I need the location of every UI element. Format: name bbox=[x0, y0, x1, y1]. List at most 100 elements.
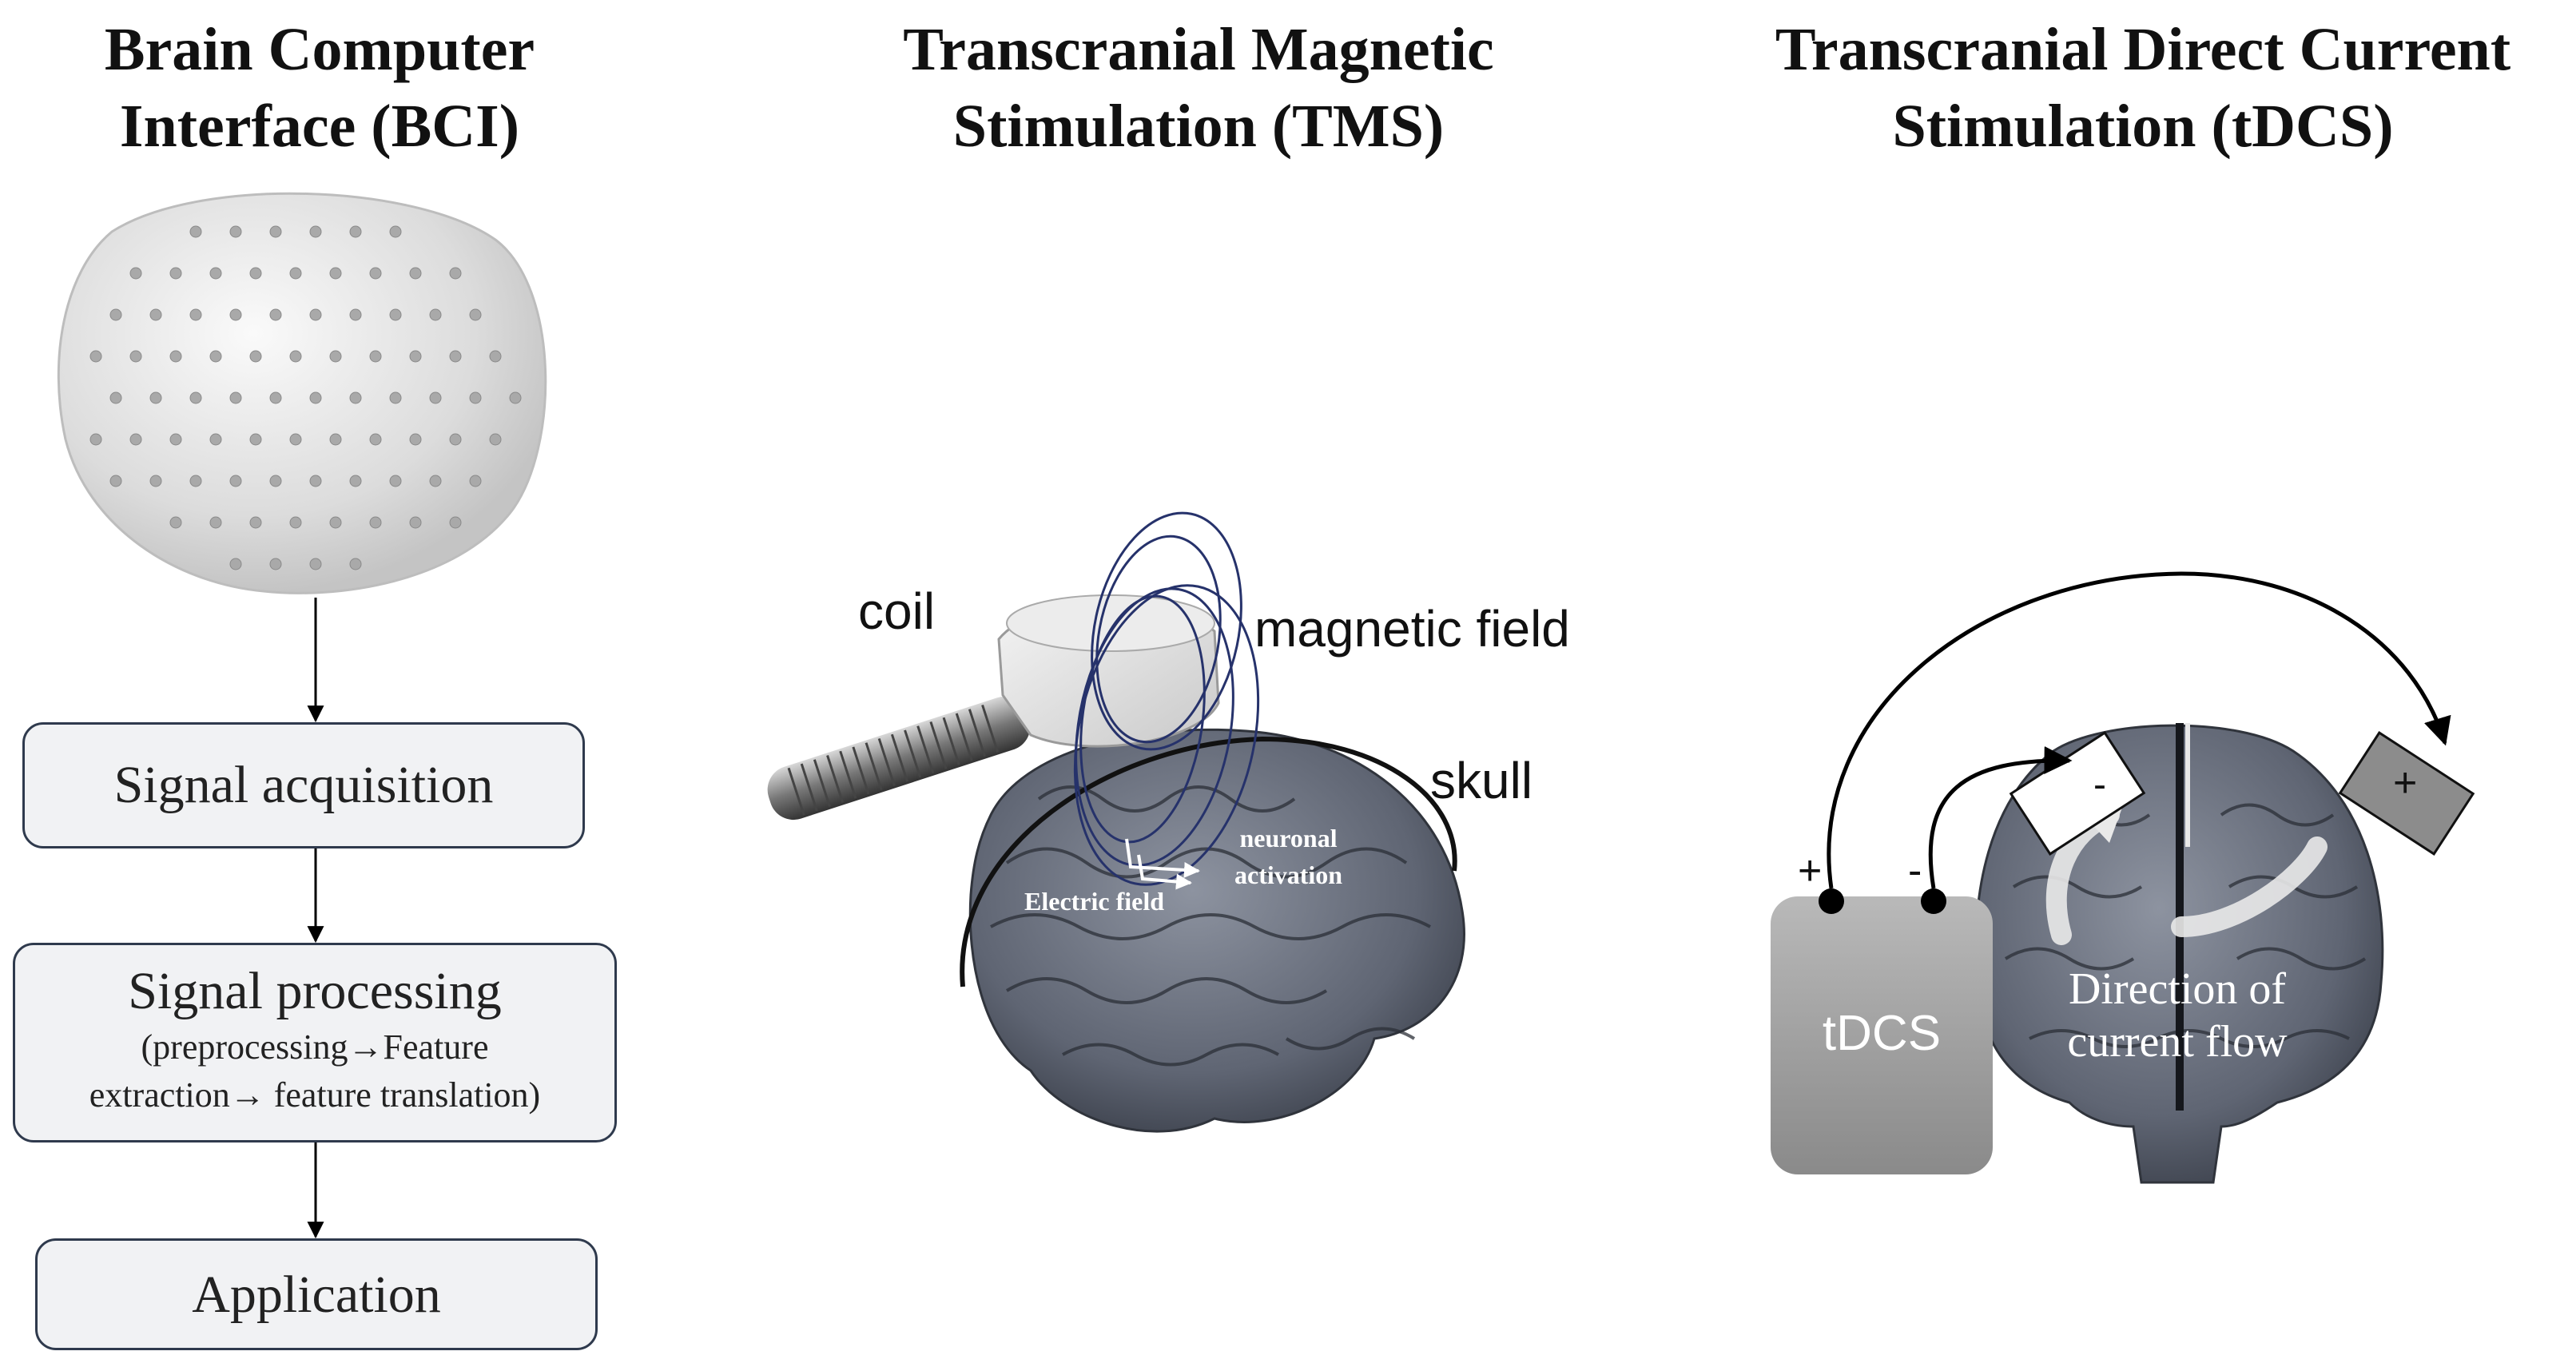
eeg-electrode-dot bbox=[249, 267, 262, 280]
eeg-electrode-dot bbox=[349, 225, 362, 238]
bci-title-line1: Brain Computer bbox=[104, 16, 535, 83]
wire-minus-to-cathode bbox=[1928, 746, 2073, 889]
eeg-electrode-dot bbox=[109, 475, 122, 487]
eeg-electrode-dot bbox=[389, 308, 402, 321]
electrode-plus bbox=[2338, 731, 2475, 856]
eeg-electrode-dot bbox=[249, 350, 262, 363]
eeg-electrode-dot bbox=[289, 350, 302, 363]
signal-acquisition-label: Signal acquisition bbox=[113, 756, 494, 814]
eeg-electrode-dot bbox=[129, 433, 142, 446]
coil-handle-ridge bbox=[904, 729, 922, 778]
electric-field-arrows bbox=[1125, 838, 1200, 890]
neuronal-label-line1: neuronal bbox=[1239, 824, 1338, 852]
signal-acquisition-box: Signal acquisition bbox=[22, 722, 585, 848]
eeg-electrode-dot bbox=[409, 267, 422, 280]
coil-label: coil bbox=[858, 582, 936, 640]
eeg-electrode-dot bbox=[229, 308, 242, 321]
coil-handle-ridge bbox=[968, 709, 986, 757]
tms-coil bbox=[767, 594, 1220, 821]
signal-processing-sub2: extraction→ feature translation) bbox=[89, 1075, 541, 1115]
coil-top bbox=[1006, 594, 1215, 652]
eeg-electrode-dot bbox=[409, 350, 422, 363]
eeg-electrode-dot bbox=[289, 433, 302, 446]
eeg-electrode-dot bbox=[329, 350, 342, 363]
bci-title-line2: Interface (BCI) bbox=[119, 93, 520, 160]
eeg-electrode-dot bbox=[429, 475, 442, 487]
terminal-minus bbox=[1921, 888, 1946, 914]
coil-handle-ridges bbox=[787, 704, 1000, 816]
eeg-electrode-dot bbox=[389, 225, 402, 238]
eeg-electrode-dot bbox=[369, 267, 382, 280]
eeg-electrode-dot bbox=[209, 350, 222, 363]
coil-handle-ridge bbox=[852, 746, 870, 795]
coil-handle-ridge bbox=[916, 725, 935, 774]
eeg-electrode-dot bbox=[349, 391, 362, 404]
eeg-electrode-dot bbox=[429, 391, 442, 404]
eeg-electrode-dot bbox=[269, 558, 282, 570]
eeg-electrode-dot bbox=[109, 391, 122, 404]
coil-handle-ridge bbox=[877, 737, 896, 786]
eeg-electrodes bbox=[89, 225, 522, 570]
eeg-electrode-dot bbox=[449, 433, 462, 446]
eeg-electrode-dot bbox=[309, 308, 322, 321]
eeg-electrode-dot bbox=[189, 308, 202, 321]
eeg-electrode-dot bbox=[449, 267, 462, 280]
neuronal-activation-label: neuronal activation bbox=[1234, 820, 1342, 893]
coil-handle-ridge bbox=[981, 704, 1000, 753]
eeg-electrode-dot bbox=[289, 516, 302, 529]
eeg-electrode-dot bbox=[309, 225, 322, 238]
eeg-electrode-dot bbox=[469, 391, 482, 404]
electrode-plus-label: + bbox=[2393, 760, 2418, 806]
coil-handle-ridge bbox=[942, 717, 960, 765]
eeg-electrode-dot bbox=[329, 267, 342, 280]
tdcs-device-label: tDCS bbox=[1822, 1006, 1942, 1061]
eeg-electrode-dot bbox=[229, 391, 242, 404]
eeg-electrode-dot bbox=[229, 558, 242, 570]
skull-label: skull bbox=[1430, 752, 1533, 809]
magnetic-field-label: magnetic field bbox=[1254, 600, 1570, 658]
eeg-electrode-dot bbox=[269, 225, 282, 238]
signal-processing-box: Signal processing (preprocessing→Feature… bbox=[13, 943, 617, 1142]
eeg-electrode-dot bbox=[449, 516, 462, 529]
eeg-electrode-dot bbox=[149, 391, 162, 404]
eeg-electrode-dot bbox=[449, 350, 462, 363]
current-flow-line2: current flow bbox=[2067, 1017, 2288, 1067]
bci-title: Brain Computer Interface (BCI) bbox=[0, 11, 639, 165]
skull-arc bbox=[960, 736, 1457, 987]
eeg-electrode-dot bbox=[89, 433, 102, 446]
tms-title: Transcranial Magnetic Stimulation (TMS) bbox=[799, 11, 1598, 165]
eeg-electrode-dot bbox=[269, 391, 282, 404]
tdcs-title-line2: Stimulation (tDCS) bbox=[1892, 93, 2394, 160]
eeg-electrode-dot bbox=[469, 308, 482, 321]
eeg-electrode-dot bbox=[389, 391, 402, 404]
eeg-electrode-dot bbox=[169, 267, 182, 280]
eeg-electrode-dot bbox=[309, 475, 322, 487]
eeg-electrode-dot bbox=[169, 516, 182, 529]
eeg-electrode-dot bbox=[229, 225, 242, 238]
eeg-electrode-dot bbox=[269, 308, 282, 321]
terminal-plus-label: + bbox=[1798, 848, 1823, 894]
coil-handle-ridge bbox=[826, 755, 845, 803]
eeg-electrode-dot bbox=[289, 267, 302, 280]
eeg-electrode-dot bbox=[169, 350, 182, 363]
eeg-electrode-dot bbox=[409, 516, 422, 529]
coil-handle-ridge bbox=[813, 759, 831, 808]
eeg-electrode-dot bbox=[149, 475, 162, 487]
eeg-electrode-dot bbox=[209, 516, 222, 529]
application-box: Application bbox=[35, 1238, 598, 1350]
eeg-electrode-dot bbox=[189, 475, 202, 487]
coil-handle-ridge bbox=[890, 733, 908, 782]
eeg-electrode-dot bbox=[389, 475, 402, 487]
eeg-electrode-dot bbox=[369, 516, 382, 529]
neuronal-label-line2: activation bbox=[1234, 860, 1343, 889]
eeg-electrode-dot bbox=[129, 267, 142, 280]
tdcs-device bbox=[1771, 896, 1993, 1174]
eeg-electrode-dot bbox=[189, 391, 202, 404]
eeg-electrode-dot bbox=[429, 308, 442, 321]
terminal-minus-label: - bbox=[1908, 848, 1922, 894]
eeg-electrode-dot bbox=[469, 475, 482, 487]
tdcs-title: Transcranial Direct Current Stimulation … bbox=[1710, 11, 2576, 165]
coil-handle-ridge bbox=[787, 767, 805, 816]
eeg-electrode-dot bbox=[149, 308, 162, 321]
signal-processing-label: Signal processing bbox=[128, 962, 502, 1020]
